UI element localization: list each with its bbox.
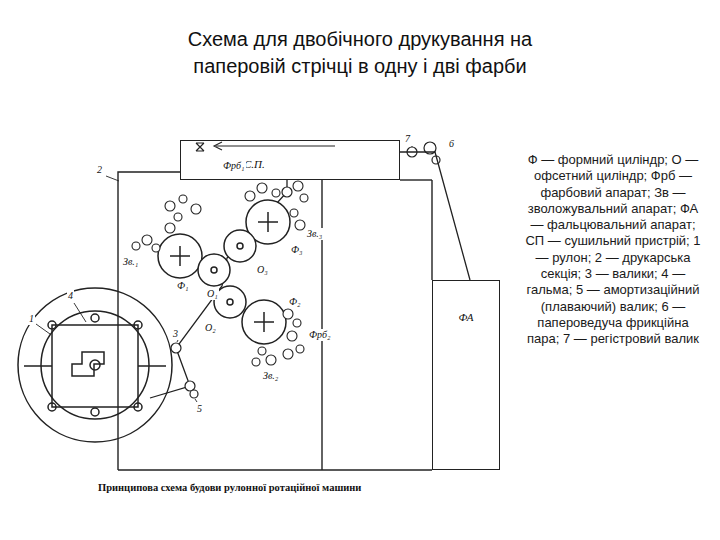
inking-rollers-part bbox=[300, 194, 308, 202]
inking-rollers-part bbox=[191, 204, 201, 214]
dryer-arrow-part bbox=[216, 145, 335, 146]
paper-roll bbox=[18, 288, 172, 442]
paper-roll-part bbox=[41, 311, 149, 419]
callout-number: 2 bbox=[96, 164, 103, 176]
part-label: Зв.₃ bbox=[306, 228, 323, 240]
machine-frame-part bbox=[321, 180, 322, 470]
inking-rollers-part bbox=[283, 309, 293, 319]
callout-number: 5 bbox=[196, 403, 203, 415]
paper-roll-part bbox=[48, 403, 56, 411]
callout-number: 3 bbox=[172, 328, 179, 340]
damping-rollers bbox=[132, 209, 305, 366]
part-label: О₁ bbox=[206, 288, 219, 300]
damping-rollers-part bbox=[295, 220, 305, 230]
paper-roll-part bbox=[134, 321, 142, 329]
dryer-arrow-part bbox=[196, 143, 204, 151]
guide-rollers-part bbox=[282, 187, 292, 197]
printing-cylinders-part bbox=[254, 312, 274, 332]
printing-cylinders-part bbox=[211, 267, 217, 273]
paper-roll-part bbox=[24, 365, 166, 367]
part-label: Зв.₂ bbox=[262, 370, 279, 382]
guide-rollers bbox=[171, 142, 440, 398]
part-label: Ф₂ bbox=[288, 296, 302, 308]
paper-roll-part bbox=[72, 352, 104, 376]
inking-rollers-part bbox=[165, 201, 175, 211]
callout-number: 1 bbox=[28, 313, 35, 325]
inking-rollers-part bbox=[272, 189, 280, 197]
damping-rollers-part bbox=[252, 358, 260, 366]
damping-rollers-part bbox=[290, 209, 298, 217]
dryer-arrow-part bbox=[214, 142, 222, 150]
inking-rollers-part bbox=[293, 319, 301, 327]
inking-rollers-part bbox=[174, 213, 182, 221]
machine-frame bbox=[118, 172, 432, 470]
callout-number: 4 bbox=[67, 290, 74, 302]
slide-title: Схема для двобічного друкування на папер… bbox=[110, 26, 610, 80]
key-text: Ф — формний циліндр; О — офсетний цилінд… bbox=[522, 152, 704, 348]
printing-cylinders-part bbox=[227, 299, 233, 305]
leader-lines-part bbox=[412, 146, 413, 147]
printing-cylinders-part bbox=[170, 246, 190, 266]
guide-rollers-part bbox=[171, 343, 181, 353]
printing-cylinders-part bbox=[224, 230, 256, 262]
part-label: О₂ bbox=[204, 322, 217, 334]
part-label: Фрб₁ bbox=[222, 160, 246, 172]
paper-web-connector bbox=[400, 152, 470, 280]
damping-rollers-part bbox=[132, 242, 140, 250]
callout-number: 7 bbox=[404, 133, 411, 145]
inking-rollers-part bbox=[296, 345, 304, 353]
machine-frame-part bbox=[431, 180, 432, 280]
guide-rollers-part bbox=[190, 390, 198, 398]
dryer-arrow bbox=[196, 142, 335, 151]
machine-frame-part bbox=[400, 179, 432, 180]
leader-lines-part bbox=[36, 324, 50, 334]
damping-rollers-part bbox=[266, 355, 276, 365]
printing-cylinders-part bbox=[242, 300, 286, 344]
damping-rollers-part bbox=[258, 347, 266, 355]
inking-rollers-part bbox=[179, 195, 187, 203]
paper-roll-part bbox=[52, 325, 138, 407]
printing-cylinders-part bbox=[198, 254, 230, 286]
paper-roll-part bbox=[90, 360, 100, 370]
folder-box: ФА bbox=[432, 280, 500, 470]
paper-roll-part bbox=[48, 321, 56, 329]
inking-rollers-part bbox=[257, 183, 267, 193]
figure-caption: Принципова схема будови рулонної ротацій… bbox=[98, 481, 361, 494]
paper-roll-part bbox=[91, 408, 99, 416]
node-label: ФА bbox=[457, 311, 474, 324]
dryer-box: С.П. bbox=[180, 140, 400, 180]
inking-rollers-part bbox=[287, 331, 297, 341]
leader-lines-part bbox=[74, 303, 86, 322]
printing-cylinders-part bbox=[158, 234, 202, 278]
printing-cylinders bbox=[158, 200, 290, 344]
leader-lines bbox=[36, 146, 412, 402]
callout-number: 6 bbox=[448, 138, 455, 150]
leader-lines-part bbox=[195, 399, 197, 402]
damping-rollers-part bbox=[142, 235, 152, 245]
node-label: С.П. bbox=[243, 158, 266, 171]
printing-cylinders-part bbox=[214, 286, 246, 318]
part-label: Фрб₂ bbox=[308, 329, 332, 341]
part-label: Зв.₁ bbox=[122, 256, 139, 268]
inking-rollers bbox=[165, 181, 308, 359]
leader-lines-part bbox=[177, 340, 178, 342]
inking-rollers-part bbox=[283, 349, 293, 359]
inking-rollers-part bbox=[165, 223, 175, 233]
inking-rollers-part bbox=[293, 181, 303, 191]
machine-frame-part bbox=[118, 469, 432, 470]
leader-lines-part bbox=[106, 176, 119, 181]
printing-cylinders-part bbox=[237, 243, 243, 249]
paper-roll-part bbox=[91, 314, 99, 322]
part-label: О₃ bbox=[256, 264, 269, 276]
damping-rollers-part bbox=[152, 244, 160, 252]
inking-rollers-part bbox=[245, 191, 255, 201]
paper-roll-part bbox=[134, 403, 142, 411]
part-label: Ф₁ bbox=[176, 280, 190, 292]
paper-roll-part bbox=[18, 288, 172, 442]
part-label: Ф₃ bbox=[290, 244, 304, 256]
printing-cylinders-part bbox=[258, 212, 278, 232]
